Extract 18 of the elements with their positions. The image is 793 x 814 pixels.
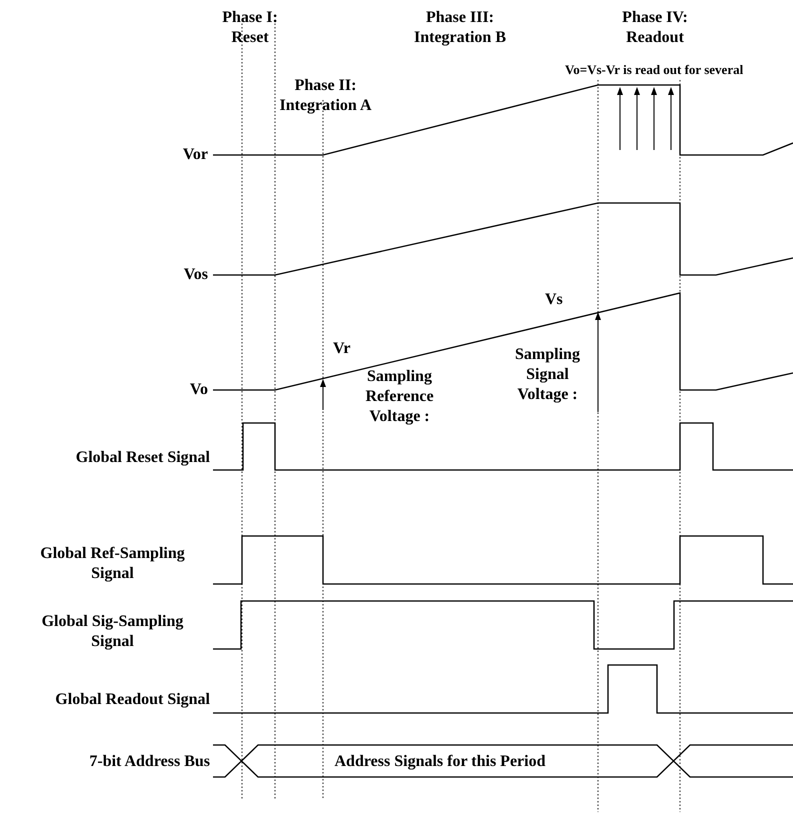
phase-heading: Phase II: Integration A — [278, 76, 372, 116]
annotation-text: Sampling Signal Voltage : — [514, 345, 581, 405]
voltage-label: Vs — [545, 290, 564, 310]
annotation-text: Sampling Reference Voltage : — [364, 367, 435, 427]
bus-value-label: Address Signals for this Period — [334, 752, 546, 772]
phase-heading: Phase III: Integration B — [413, 8, 507, 48]
waveform-label: Vor — [182, 145, 208, 165]
signal-label: Global Readout Signal — [54, 690, 210, 710]
phase-heading: Phase IV: Readout — [621, 8, 689, 48]
waveform-label: Vo — [188, 380, 208, 400]
signal-label: Global Sig-Sampling Signal — [40, 612, 184, 652]
signal-label: Global Reset Signal — [74, 448, 210, 468]
signal-label: 7-bit Address Bus — [88, 752, 210, 772]
signal-label: Global Ref-Sampling Signal — [39, 544, 186, 584]
voltage-label: Vr — [333, 339, 352, 359]
waveform-label: Vos — [182, 265, 208, 285]
phase-heading: Phase I: Reset — [221, 8, 279, 48]
annotation-text: Vo=Vs-Vr is read out for several — [565, 62, 744, 78]
